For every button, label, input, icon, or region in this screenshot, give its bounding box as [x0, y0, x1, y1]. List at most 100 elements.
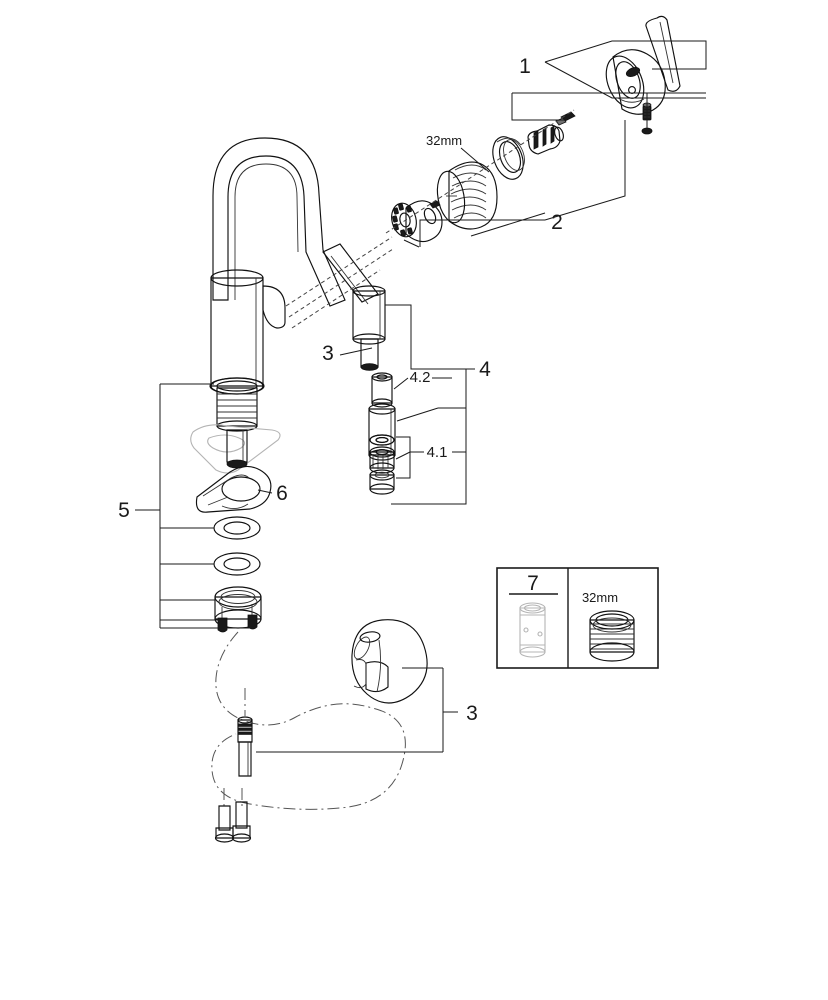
- part-6-stabiliser-plate: [195, 465, 272, 513]
- spout-column-top: [210, 269, 264, 287]
- leader-4-top: [385, 304, 466, 370]
- handle-body-edge: [617, 97, 645, 103]
- end-cap-bottom: [369, 483, 395, 495]
- weight-washer-b-bore: [375, 437, 389, 443]
- callout-label-4: 4: [479, 358, 491, 381]
- hose-upper-segment: [322, 243, 379, 303]
- callout-label-5: 5: [118, 499, 130, 522]
- guide-bush-bore: [376, 374, 388, 380]
- clamp-ring-bottom: [369, 462, 395, 474]
- base-o-ring-inner: [216, 380, 258, 392]
- stabiliser-plate-rib-c: [221, 503, 249, 509]
- cartridge-spline-teeth: [392, 203, 413, 237]
- spray-head-toggle: [365, 661, 389, 693]
- cartridge-stem-tip: [429, 200, 441, 209]
- leader-2-cap: [470, 212, 546, 237]
- o-ring-top-edge: [496, 137, 522, 146]
- o-ring-inner-edge: [503, 139, 525, 171]
- body-axis-c: [291, 269, 381, 329]
- leader-32mm-top: [460, 147, 490, 173]
- weight-sleeve-top: [368, 403, 396, 415]
- leader-4-1-c: [396, 452, 411, 479]
- mount-shank-threads: [217, 393, 257, 419]
- leader-2-cartridge: [403, 239, 420, 248]
- part-4-1-end-cap: [369, 469, 395, 495]
- clamp-plate-top: [214, 586, 262, 608]
- part-lever-handle-assembly: [605, 15, 681, 135]
- part-hose-weight-set: [368, 372, 396, 495]
- callout-label-1: 1: [519, 55, 531, 78]
- leader-2-riser: [544, 120, 626, 221]
- retainer-nut-face: [554, 126, 564, 142]
- o-ring-bore: [498, 141, 522, 173]
- hose-slider-top: [352, 285, 386, 297]
- coupling-top: [237, 716, 253, 724]
- part-weight-sleeve: [368, 403, 396, 461]
- fitting-b-tube: [235, 801, 248, 829]
- leader-3a: [339, 347, 373, 356]
- part-pullout-hose-lower: [211, 619, 428, 843]
- stabiliser-plate-hole: [221, 476, 261, 502]
- part-4-1-clamp-ring: [369, 446, 395, 474]
- spray-head-seam: [376, 639, 382, 693]
- handle-body-shell: [612, 49, 666, 115]
- dimension-label-32mm-inset: 32mm: [582, 590, 618, 605]
- inset-cartridge-bottom: [589, 642, 635, 662]
- cap-thread-barrel: [448, 161, 498, 230]
- spout-gooseneck: [212, 137, 346, 307]
- cartridge-body: [405, 200, 443, 243]
- leader-4-2: [393, 377, 409, 390]
- guide-bush-top: [371, 372, 393, 382]
- leader-1-main: [544, 40, 707, 70]
- part-spray-head: [351, 619, 428, 704]
- fitting-b-flange: [231, 833, 252, 843]
- inset-cartridge: [589, 610, 635, 662]
- dimension-label-32mm-top: 32mm: [426, 133, 462, 148]
- spout-highlight-inner: [234, 163, 299, 300]
- cartridge-assembly-axis: [385, 109, 575, 234]
- cartridge-stem: [423, 207, 437, 225]
- end-cap-top: [369, 469, 395, 481]
- callout-label-3-upper: 3: [322, 342, 334, 365]
- leader-1-branch: [544, 61, 706, 99]
- hose-slider-bottom: [352, 333, 386, 345]
- inset-cartridge-ring: [592, 617, 632, 633]
- hose-routing-path: [211, 631, 406, 810]
- inset-aerator-ghost: [519, 602, 546, 658]
- aerator-ghost-bands: [520, 614, 545, 646]
- clamp-ring-top: [369, 446, 395, 458]
- callout-label-3-lower: 3: [466, 702, 478, 725]
- clamp-ring-splines: [372, 454, 389, 469]
- coupling-tail: [238, 741, 252, 777]
- part-hose-coupling: [237, 688, 253, 777]
- spray-head-inlet: [359, 631, 381, 643]
- retainer-nut-slot-a: [533, 130, 539, 150]
- leader-2-lower: [419, 219, 545, 247]
- inset-cartridge-top: [589, 610, 635, 630]
- mount-stud-stub: [226, 429, 248, 463]
- leader-4-1-a: [396, 436, 424, 453]
- leader-4-1-b: [395, 451, 411, 460]
- inset-cartridge-threads: [590, 623, 634, 650]
- cartridge-retainer-nut: [527, 124, 564, 155]
- washer-upper-bore: [223, 521, 251, 535]
- leader-4-sleeve: [396, 407, 439, 422]
- ceramic-cartridge: [391, 200, 443, 243]
- clamp-ring-bore: [375, 449, 389, 455]
- clamp-plate-top-inner: [220, 590, 256, 604]
- stabiliser-plate-body: [195, 465, 272, 513]
- inset-callout-label-7: 7: [527, 572, 539, 595]
- leader-lines-hose: [339, 304, 475, 505]
- handle-lever-highlight: [659, 21, 674, 84]
- part-4-1-washer-b: [369, 434, 395, 446]
- callout-label-6: 6: [276, 482, 288, 505]
- leader-lines-mounting: [135, 383, 273, 629]
- washer-lower-bore: [223, 557, 251, 571]
- leader-lines-top: [403, 40, 707, 248]
- stabiliser-plate-rib-a: [202, 474, 250, 497]
- leader-lines-lower-3: [256, 667, 458, 753]
- part-hose-end-fittings: [214, 788, 252, 843]
- aerator-ghost-bottom: [519, 646, 546, 658]
- mount-shank-bottom: [216, 420, 258, 432]
